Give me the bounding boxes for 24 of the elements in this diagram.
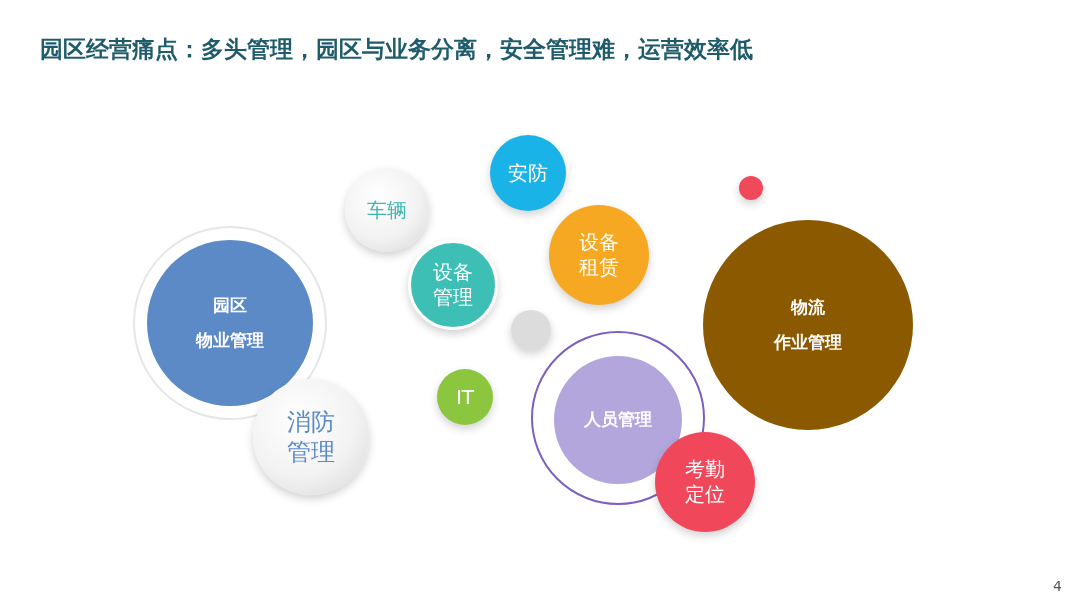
bubble-label: 考勤定位 <box>684 457 726 507</box>
bubble-label: 消防管理 <box>286 407 336 467</box>
bubble-label: 物业管理 <box>196 330 264 352</box>
bubble-circle <box>253 379 369 495</box>
slide-title: 园区经营痛点：多头管理，园区与业务分离，安全管理难，运营效率低 <box>40 35 753 64</box>
page-number: 4 <box>1053 578 1062 594</box>
bubble-circle <box>490 135 566 211</box>
bubble-label: 设备租赁 <box>578 230 620 280</box>
bubble-circle <box>655 432 755 532</box>
bubble-label: 物流 <box>791 296 825 318</box>
bubble-label: 作业管理 <box>774 332 842 354</box>
bubble-label: 园区 <box>213 294 247 316</box>
bubble-circle <box>147 240 313 406</box>
bubble-circle <box>408 240 498 330</box>
bubble-circle <box>437 369 493 425</box>
bubble-circle <box>345 168 429 252</box>
bubble-label: 车辆 <box>367 197 407 223</box>
bubble-label: 安防 <box>508 160 548 186</box>
bubble-label: IT <box>455 384 475 410</box>
dot-circle <box>739 176 763 200</box>
bubble-circle <box>549 205 649 305</box>
bubble-label: 人员管理 <box>584 409 652 431</box>
bubble-label: 设备管理 <box>432 260 474 310</box>
dot-circle <box>511 310 551 350</box>
